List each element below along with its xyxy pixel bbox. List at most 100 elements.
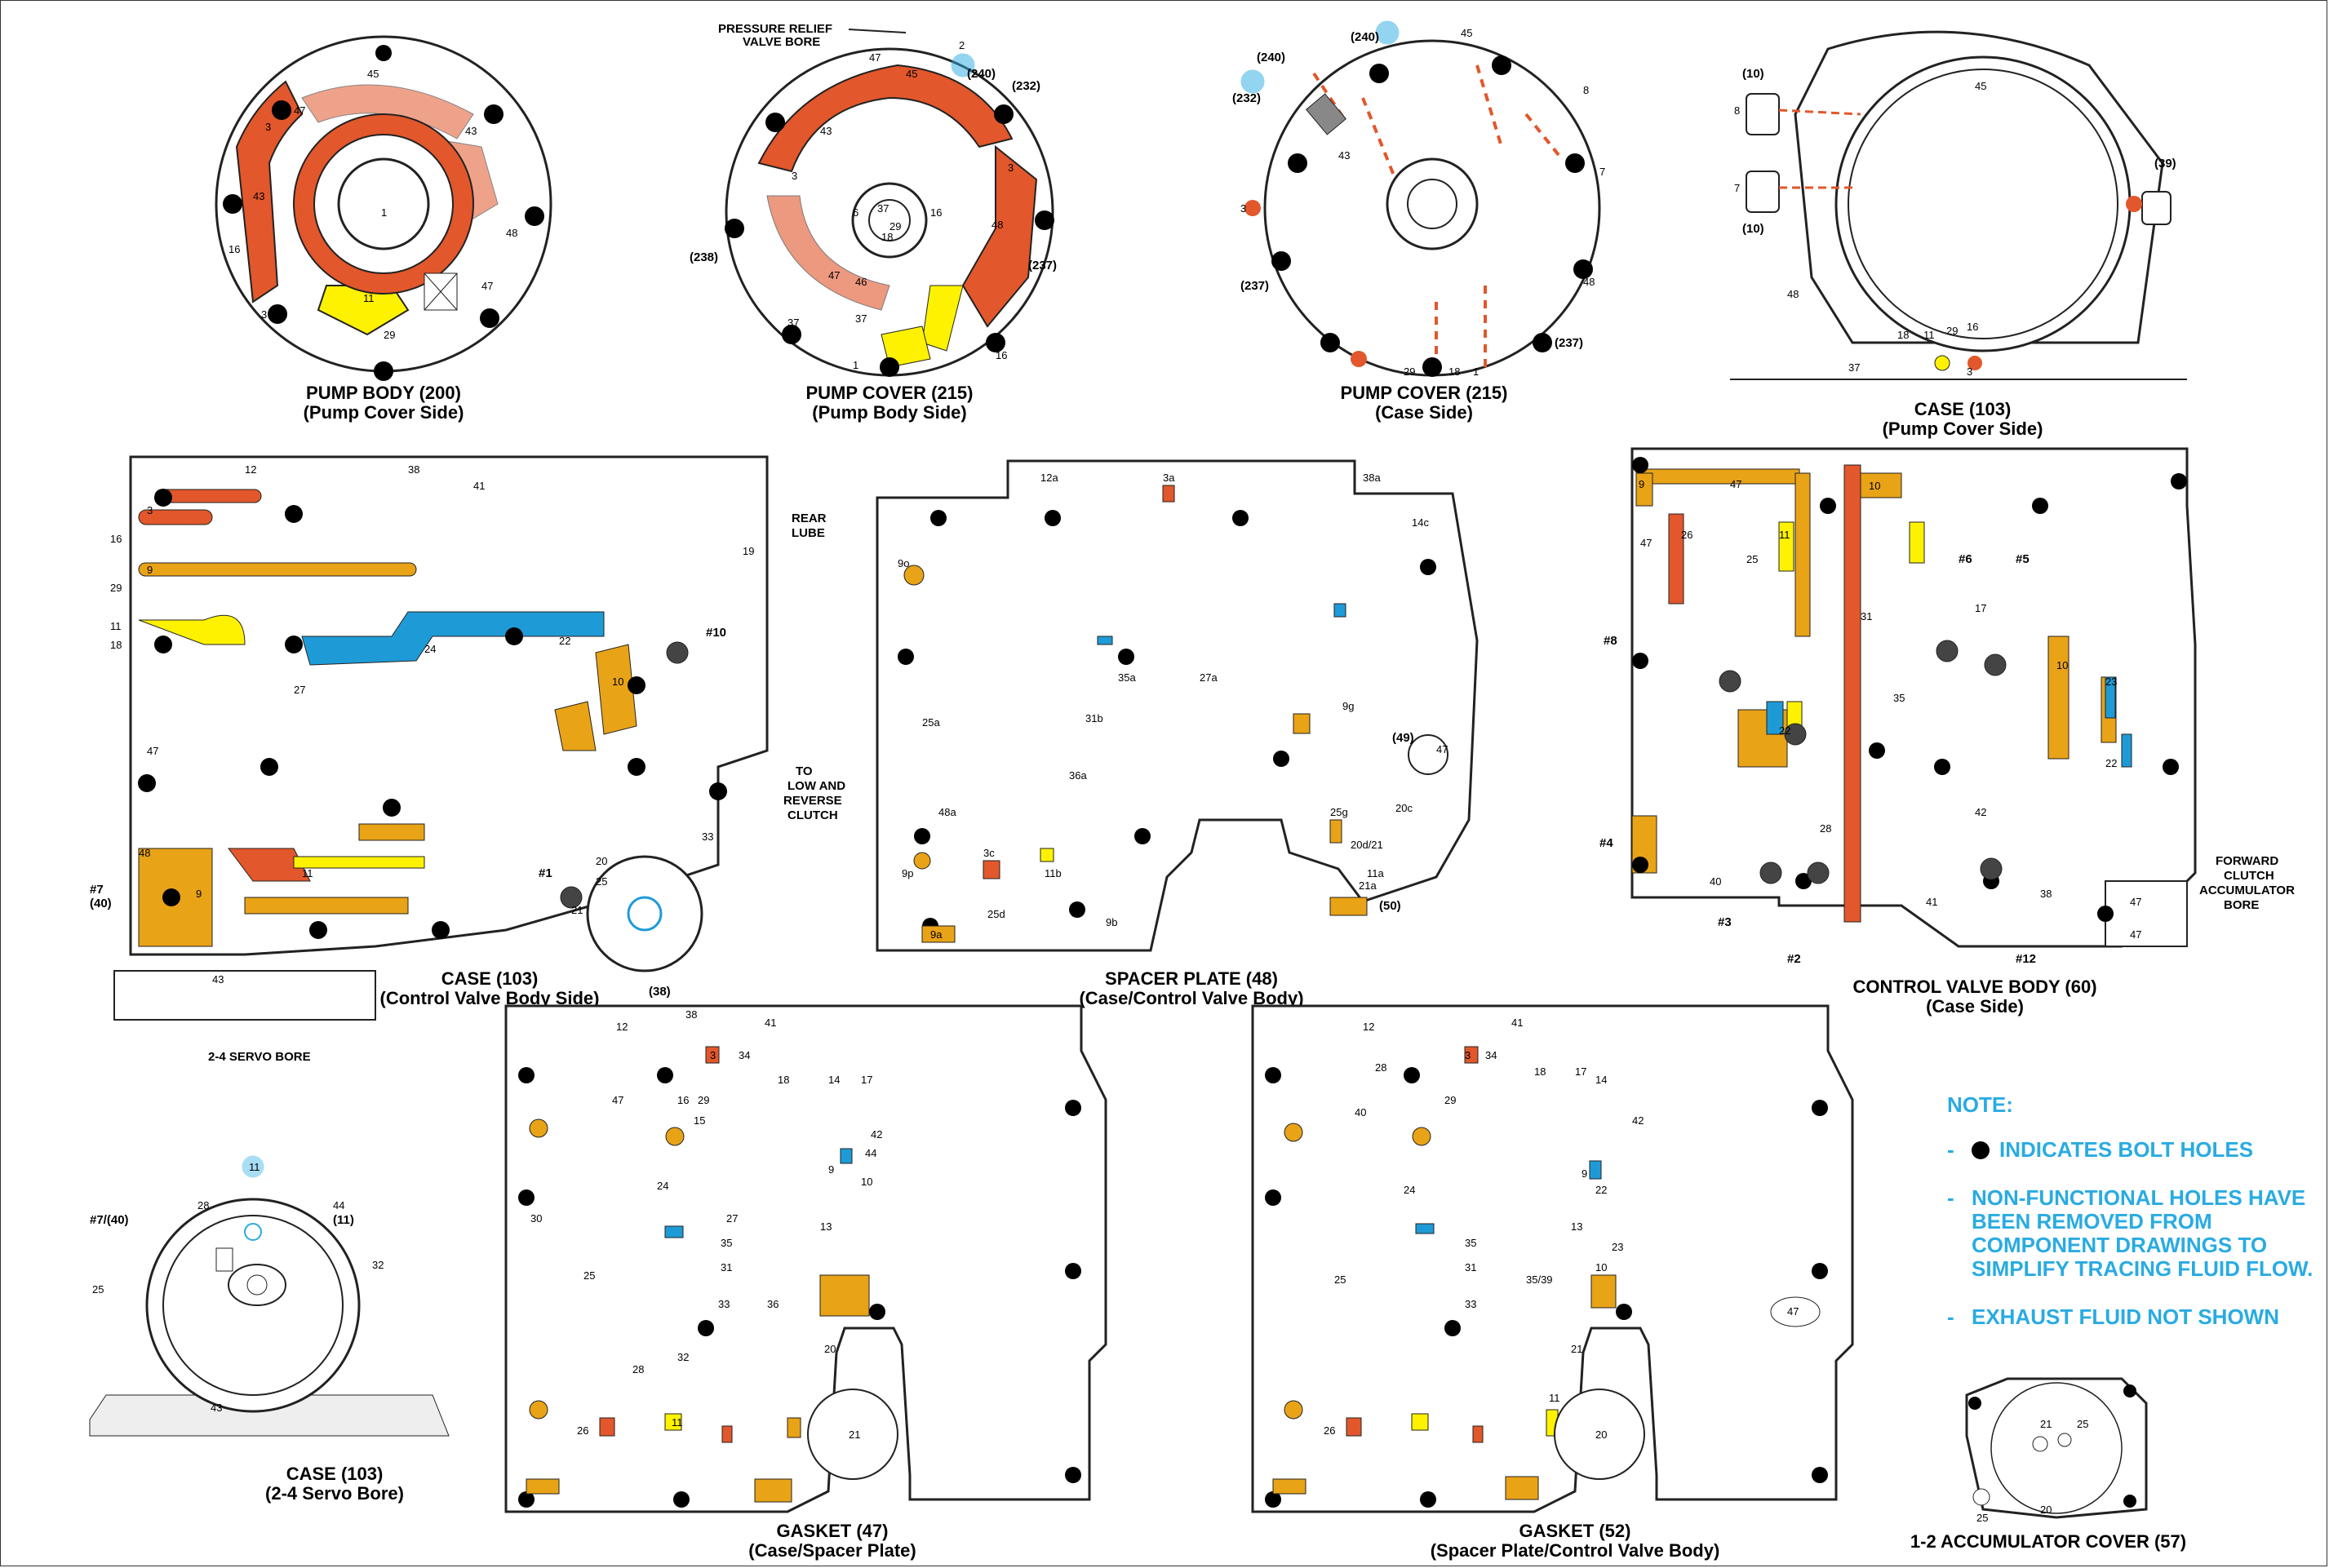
caption-case-control-valve-body-side: CASE (103) (Control Valve Body Side): [326, 969, 653, 1008]
channel-number: 47: [1787, 1305, 1799, 1318]
caption-pump-cover-pump-body-side: PUMP COVER (215) (Pump Body Side): [751, 383, 1028, 423]
channel-number: 20d/21: [1351, 839, 1383, 851]
channel-number: 40: [1710, 875, 1721, 888]
part-label-240: (240): [967, 67, 996, 81]
channel-number: 9o: [898, 557, 909, 569]
channel-number: 17: [1575, 1065, 1586, 1078]
part-label-238: (238): [690, 250, 718, 264]
control-valve-body-drawing: #8 #4 #3 #2 #6 #5 #12 FORWARD CLUTCH ACC…: [1534, 441, 2318, 971]
channel-number: 21: [2040, 1418, 2052, 1430]
channel-number: 25a: [922, 716, 940, 729]
part-label-240: (240): [1257, 51, 1285, 64]
annotation-low-reverse-2: LOW AND: [787, 779, 845, 793]
channel-number: 43: [465, 125, 477, 137]
note-title: NOTE:: [1947, 1092, 2013, 1117]
annotation-forward-clutch: FORWARD: [2216, 854, 2278, 868]
channel-number: 48: [506, 227, 517, 239]
channel-number: 48: [1583, 276, 1595, 288]
channel-number: 3: [1240, 202, 1246, 215]
channel-number: 20: [596, 855, 607, 867]
channel-number: 7: [1734, 182, 1740, 194]
channel-number: 37: [877, 202, 889, 215]
channel-number: 20c: [1395, 802, 1413, 814]
channel-number: 28: [1375, 1061, 1386, 1074]
channel-number: 10: [861, 1176, 872, 1188]
case-control-valve-body-side-drawing: REAR LUBE TO LOW AND REVERSE CLUTCH #10 …: [49, 441, 845, 1064]
channel-number: 47: [1730, 478, 1741, 490]
channel-number: 48: [139, 847, 150, 859]
channel-number: 40: [1355, 1106, 1366, 1118]
note-item-text: EXHAUST FLUID NOT SHOWN: [1972, 1304, 2279, 1329]
caption-gasket-47: GASKET (47) (Case/Spacer Plate): [718, 1521, 947, 1561]
channel-number: 9a: [930, 928, 943, 941]
channel-number: 36a: [1069, 769, 1087, 782]
channel-number: 32: [677, 1351, 689, 1363]
channel-number: 31b: [1085, 712, 1103, 724]
channel-number: 37: [855, 312, 867, 325]
channel-number: 21: [1571, 1343, 1582, 1355]
channel-number: 12: [1363, 1021, 1374, 1033]
channel-number: 9: [1639, 478, 1644, 490]
caption-title: CASE (103): [286, 1464, 384, 1484]
channel-number: 27a: [1200, 671, 1218, 684]
caption-title: PUMP COVER (215): [805, 383, 974, 403]
channel-number: 25: [596, 875, 607, 888]
channel-number: 18: [1897, 329, 1909, 341]
channel-number: 13: [820, 1220, 832, 1233]
ball-label-12: #12: [2016, 952, 2036, 966]
annotation-low-reverse: TO: [796, 764, 813, 778]
part-label-38: (38): [649, 985, 671, 999]
channel-number: 30: [530, 1212, 542, 1225]
caption-subtitle: (Case Side): [1926, 996, 2024, 1017]
ball-label-10: #10: [706, 626, 726, 640]
caption-gasket-52: GASKET (52) (Spacer Plate/Control Valve …: [1404, 1521, 1746, 1561]
channel-number: 14c: [1412, 516, 1429, 529]
channel-number: 47: [828, 269, 840, 281]
channel-number: 31: [1465, 1261, 1476, 1273]
channel-number: 25: [1334, 1273, 1346, 1286]
channel-number: 9b: [1106, 916, 1117, 928]
channel-number: 1: [381, 206, 387, 219]
channel-number: 47: [481, 280, 493, 292]
channel-number: 11: [1549, 1392, 1560, 1404]
channel-number: 3c: [983, 847, 995, 859]
channel-number: 26: [1324, 1424, 1335, 1437]
channel-number: 10: [2056, 659, 2068, 671]
channel-number: 47: [294, 104, 305, 117]
channel-number: 3: [147, 504, 153, 516]
channel-number: 25: [1976, 1512, 1988, 1524]
channel-number: 14: [1595, 1074, 1607, 1086]
note-item: - EXHAUST FLUID NOT SHOWN: [1947, 1305, 2322, 1329]
annotation-low-reverse-3: REVERSE: [783, 794, 842, 808]
channel-number: 23: [2105, 675, 2117, 688]
pump-body-drawing: 45 47 43 3 1 16 11 43 29 47 48 3: [204, 35, 563, 383]
annotation-forward-clutch-3: ACCUMULATOR: [2199, 884, 2295, 897]
channel-number: 47: [147, 745, 158, 757]
caption-subtitle: (Pump Cover Side): [1882, 419, 2043, 439]
note-dash: -: [1947, 1304, 1954, 1329]
channel-number: 3: [792, 170, 797, 182]
channel-number: 17: [861, 1074, 872, 1086]
case-pump-cover-side-drawing: (10) (10) (39) 45 8 7 48 37 18 11 29 16 …: [1730, 16, 2187, 392]
channel-number: 29: [698, 1094, 709, 1106]
part-label-237-b: (237): [1555, 336, 1583, 350]
spacer-plate-drawing: (49) (50) 47 9o 3a 3c 9p 9a 9b 11a 11b 9…: [873, 445, 1493, 959]
part-label-240-b: (240): [1351, 30, 1379, 44]
channel-number: 41: [1926, 896, 1937, 908]
caption-title: CASE (103): [1914, 399, 2012, 419]
channel-number: 16: [110, 533, 122, 545]
channel-number: 11: [110, 620, 122, 632]
channel-number: 11a: [1367, 867, 1384, 879]
caption-subtitle: (2-4 Servo Bore): [265, 1483, 404, 1504]
caption-subtitle: (Case Side): [1375, 402, 1473, 423]
channel-number: 29: [889, 220, 901, 233]
channel-number: 38: [408, 463, 419, 476]
channel-number: 48a: [938, 806, 956, 818]
ball-label-7-sub: (40): [90, 897, 112, 910]
channel-number: 22: [1595, 1184, 1607, 1196]
channel-number: 41: [765, 1017, 776, 1029]
gasket-47-drawing: 21 12 38 41 3 34 14 17 18 16 29 47 15 42…: [502, 1002, 1122, 1516]
part-label-39: (39): [2154, 157, 2176, 171]
caption-spacer-plate: SPACER PLATE (48) (Case/Control Valve Bo…: [1036, 969, 1346, 1008]
note-dash: -: [1947, 1185, 1954, 1210]
